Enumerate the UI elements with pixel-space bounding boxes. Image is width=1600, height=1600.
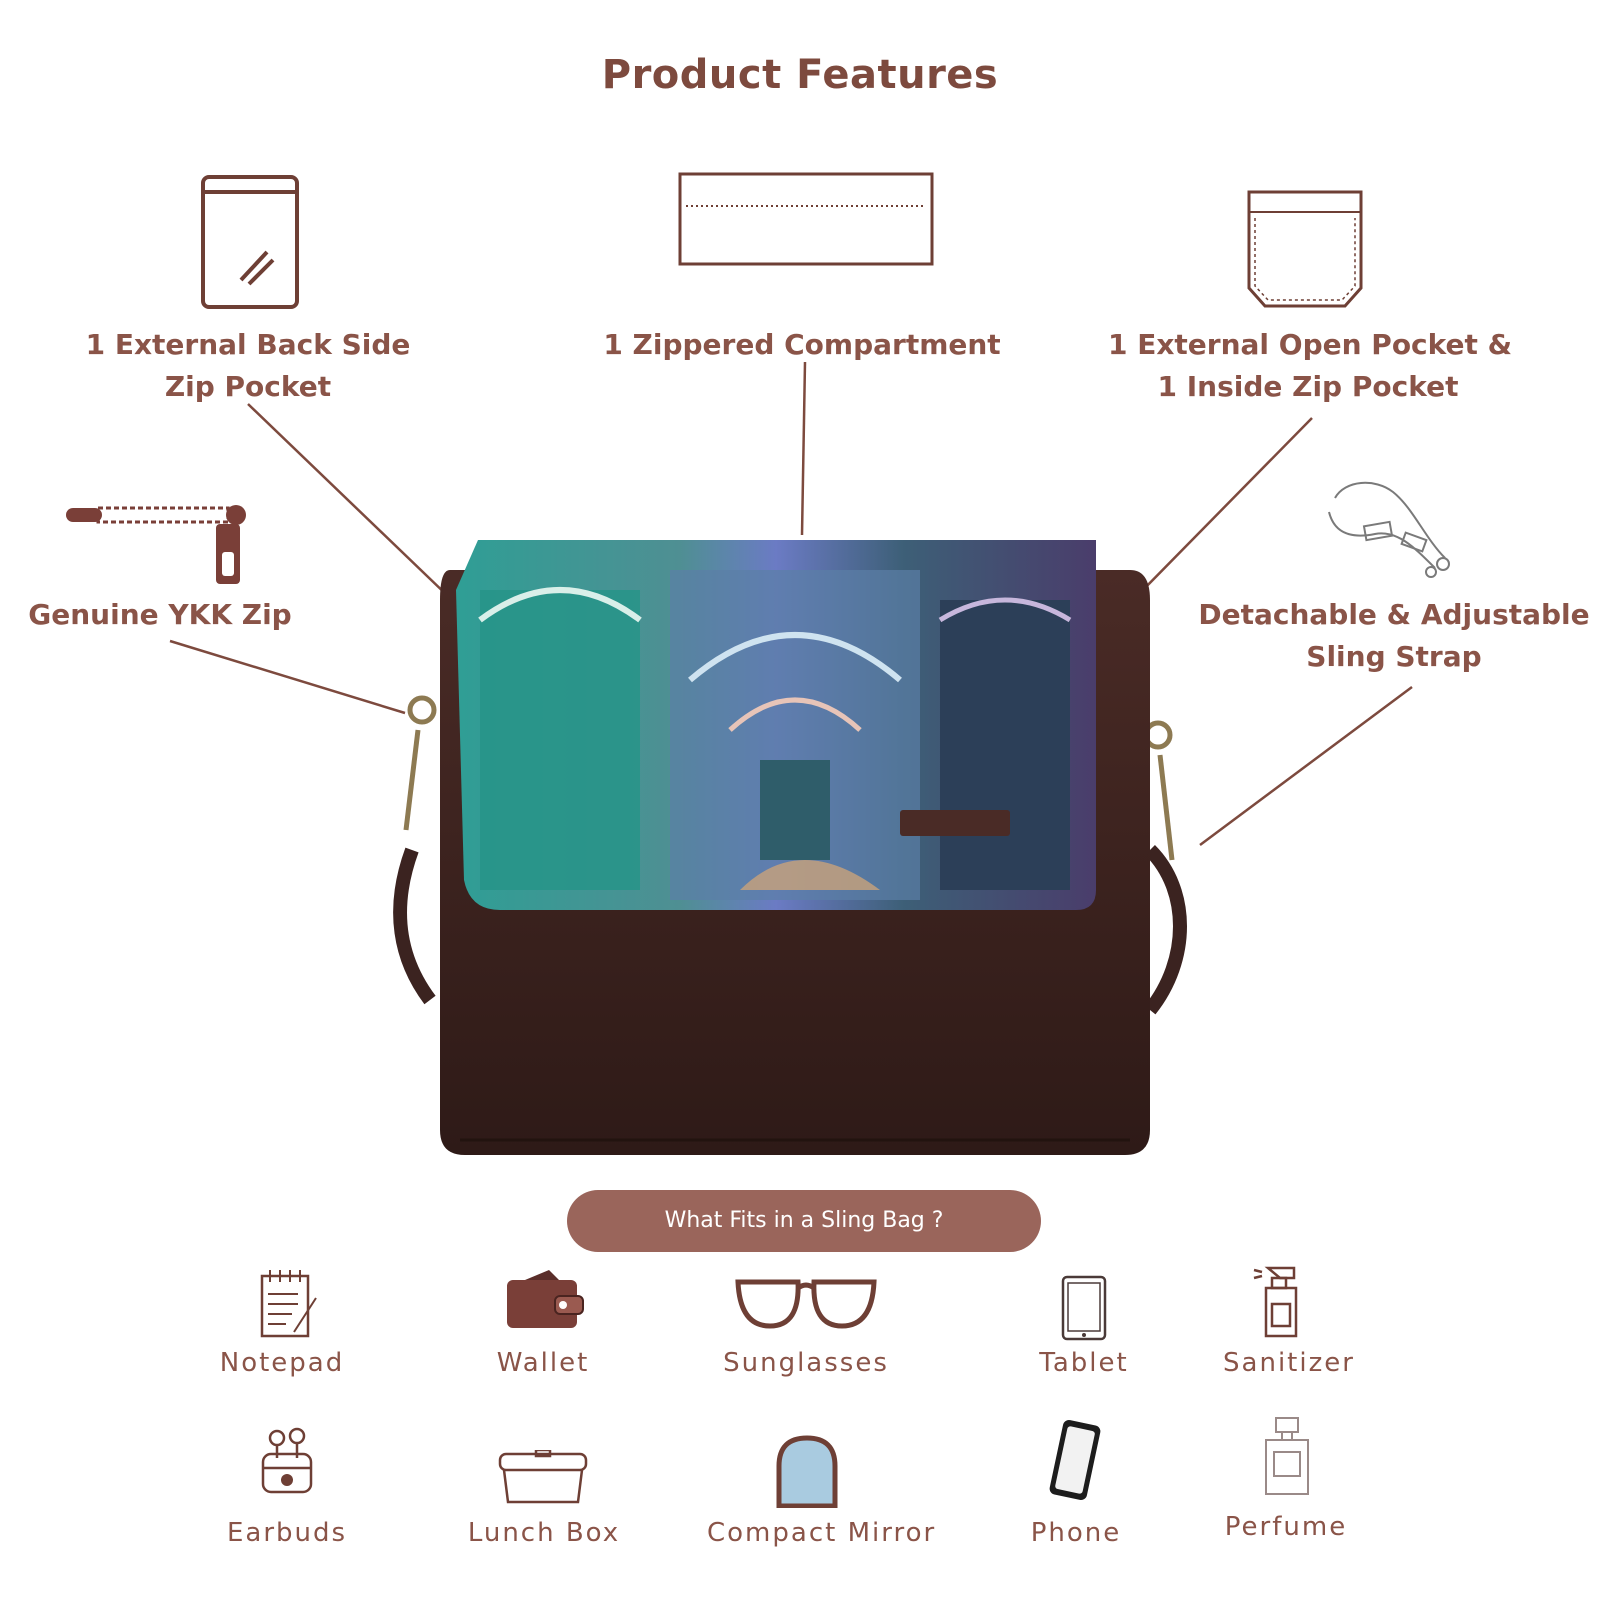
item-compact-mirror: Compact Mirror xyxy=(707,1518,937,1548)
item-lunch-box: Lunch Box xyxy=(467,1518,621,1548)
zip-pouch-icon xyxy=(201,175,299,309)
page-title: Product Features xyxy=(601,52,999,98)
item-sanitizer: Sanitizer xyxy=(1223,1348,1355,1378)
item-perfume: Perfume xyxy=(1224,1512,1348,1542)
feature-ykk-zip: Genuine YKK Zip xyxy=(28,598,292,631)
item-notepad: Notepad xyxy=(219,1348,345,1378)
lunch-box-icon xyxy=(498,1450,588,1504)
earbuds-icon xyxy=(261,1427,313,1494)
compact-mirror-icon xyxy=(776,1435,838,1508)
perfume-icon xyxy=(1265,1417,1309,1495)
item-sunglasses: Sunglasses xyxy=(723,1348,889,1378)
compartment-icon xyxy=(678,172,934,266)
sunglasses-icon xyxy=(735,1279,877,1329)
feature-zippered-compartment: 1 Zippered Compartment xyxy=(603,328,1001,361)
item-earbuds: Earbuds xyxy=(226,1518,348,1548)
pocket-icon xyxy=(1247,190,1363,308)
what-fits-button[interactable]: What Fits in a Sling Bag ? xyxy=(567,1190,1041,1252)
phone-icon xyxy=(1049,1419,1101,1501)
wallet-icon xyxy=(507,1270,584,1328)
sling-bag-image xyxy=(393,540,1187,1155)
feature-open-pocket: 1 External Open Pocket &1 Inside Zip Poc… xyxy=(1108,328,1513,403)
item-tablet: Tablet xyxy=(1039,1348,1129,1378)
item-wallet: Wallet xyxy=(496,1348,590,1378)
notepad-icon xyxy=(260,1270,317,1338)
tablet-icon xyxy=(1061,1275,1107,1341)
item-phone: Phone xyxy=(1030,1518,1122,1548)
strap-icon xyxy=(1328,481,1450,578)
sanitizer-icon xyxy=(1253,1266,1298,1338)
zipper-icon xyxy=(66,505,246,584)
